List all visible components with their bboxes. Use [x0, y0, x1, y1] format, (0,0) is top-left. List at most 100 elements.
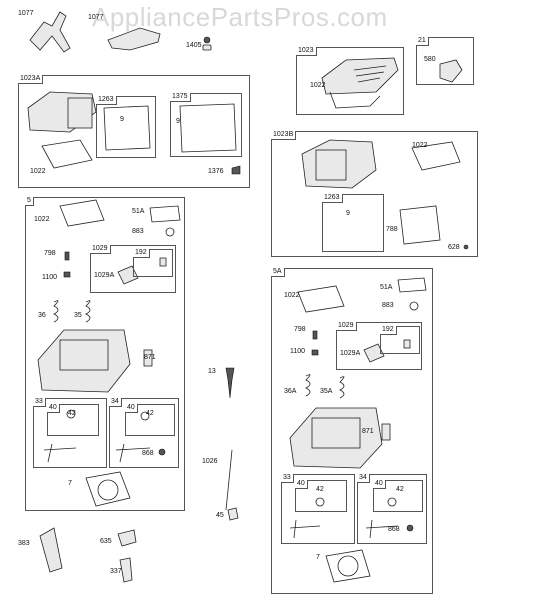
tag-40-d: 40 — [373, 480, 386, 489]
spark-plug-337-drawing — [119, 557, 133, 583]
tag-33-b: 33 — [281, 474, 294, 483]
tag-1263-b: 1263 — [322, 194, 343, 203]
gasket-1022-c-drawing — [59, 199, 105, 227]
callout-36: 36 — [38, 312, 46, 319]
cylinder-head-5A-top — [311, 417, 361, 449]
callout-635: 635 — [100, 538, 112, 545]
gasket-7-b-drawing — [325, 549, 371, 583]
tag-1023A: 1023A — [18, 75, 44, 84]
part-635-drawing — [117, 529, 137, 547]
callout-871-b: 871 — [362, 428, 374, 435]
callout-35A: 35A — [320, 388, 333, 395]
subgroup-box-192-b — [380, 326, 420, 354]
part-1376-drawing — [231, 165, 241, 175]
callout-798-b: 798 — [294, 326, 306, 333]
callout-337: 337 — [110, 568, 122, 575]
gasket-51A-b-drawing — [397, 277, 427, 293]
callout-883-b: 883 — [382, 302, 394, 309]
callout-51A: 51A — [132, 208, 145, 215]
callout-868: 868 — [142, 450, 154, 457]
tag-5A: 5A — [271, 268, 285, 277]
tag-33: 33 — [33, 398, 46, 407]
subgroup-box-40-b — [125, 404, 175, 436]
callout-1022-c: 1022 — [34, 216, 50, 223]
callout-1100: 1100 — [42, 274, 58, 281]
spring-36-drawing — [53, 300, 59, 323]
callout-7-b: 7 — [316, 554, 320, 561]
subgroup-box-40-d — [373, 480, 423, 512]
callout-42-d: 42 — [396, 486, 404, 493]
gasket-1022-a-drawing — [41, 139, 93, 169]
callout-1026: 1026 — [202, 458, 218, 465]
bolt-13-drawing — [225, 367, 235, 399]
callout-798: 798 — [44, 250, 56, 257]
subgroup-box-33 — [33, 398, 107, 468]
spring-35A-drawing — [339, 376, 345, 399]
cylinder-head-5-top — [59, 339, 109, 371]
part-580-drawing — [439, 59, 463, 83]
tag-40-c: 40 — [295, 480, 308, 489]
gasket-1022-d-drawing — [297, 285, 345, 313]
bracket-1077b-drawing — [107, 27, 161, 51]
pin-798-drawing — [64, 251, 70, 261]
subgroup-box-33-b — [281, 474, 355, 544]
tag-1023B: 1023B — [271, 131, 297, 140]
spring-36A-drawing — [305, 374, 311, 397]
cover-1023B-front — [315, 149, 347, 181]
callout-788: 788 — [386, 226, 398, 233]
callout-9-a: 9 — [120, 116, 124, 123]
tag-1263-a: 1263 — [96, 96, 117, 105]
callout-1405: 1405 — [186, 42, 202, 49]
gasket-7-drawing — [85, 471, 131, 507]
callout-1022-a: 1022 — [30, 168, 46, 175]
gasket-1263-a-drawing — [103, 105, 151, 151]
callout-7: 7 — [68, 480, 72, 487]
subgroup-box-1263-b — [322, 194, 384, 252]
subgroup-box-34 — [109, 398, 179, 468]
part-871-b-drawing — [381, 423, 391, 441]
callout-35: 35 — [74, 312, 82, 319]
part-868-drawing — [158, 448, 166, 456]
group-box-5A — [271, 268, 433, 594]
subgroup-box-192 — [133, 249, 173, 277]
bracket-1077-drawing — [29, 11, 71, 53]
cover-1023A-side — [67, 97, 93, 129]
callout-628: 628 — [448, 244, 460, 251]
part-868-b-drawing — [406, 524, 414, 532]
tag-1029-b: 1029 — [336, 322, 357, 331]
group-box-1023 — [296, 47, 404, 115]
part-628-drawing — [463, 244, 469, 250]
callout-1022-d: 1022 — [284, 292, 300, 299]
callout-1100-b: 1100 — [290, 348, 306, 355]
callout-1029A-b: 1029A — [340, 350, 361, 357]
callout-9-c: 9 — [346, 210, 350, 217]
gasket-51A-drawing — [149, 205, 181, 223]
tag-34-b: 34 — [357, 474, 370, 483]
subgroup-box-1029 — [90, 245, 176, 293]
nut-1405-drawing — [202, 44, 212, 51]
bracket-383-drawing — [39, 527, 63, 573]
callout-580: 580 — [424, 56, 436, 63]
part-883-drawing — [165, 227, 175, 237]
callout-13: 13 — [208, 368, 216, 375]
part-883-b-drawing — [409, 301, 419, 311]
tag-1023: 1023 — [296, 47, 317, 56]
subgroup-box-1029-b — [336, 322, 422, 370]
pushrod-1026-drawing — [225, 449, 233, 511]
gasket-788-drawing — [399, 205, 441, 245]
callout-1022-b: 1022 — [412, 142, 428, 149]
callout-42-b: 42 — [146, 410, 154, 417]
group-box-1023A — [18, 75, 250, 188]
callout-36A: 36A — [284, 388, 297, 395]
tag-34: 34 — [109, 398, 122, 407]
group-box-21 — [416, 37, 474, 85]
rocker-1029A-b-drawing — [363, 343, 385, 363]
group-box-1023B — [271, 131, 478, 257]
group-box-5 — [25, 197, 185, 511]
tag-192-b: 192 — [380, 326, 397, 335]
subgroup-box-1263-a — [96, 96, 156, 158]
part-871-drawing — [143, 349, 153, 367]
subgroup-box-34-b — [357, 474, 427, 544]
callout-1077b: 1077 — [88, 14, 104, 21]
